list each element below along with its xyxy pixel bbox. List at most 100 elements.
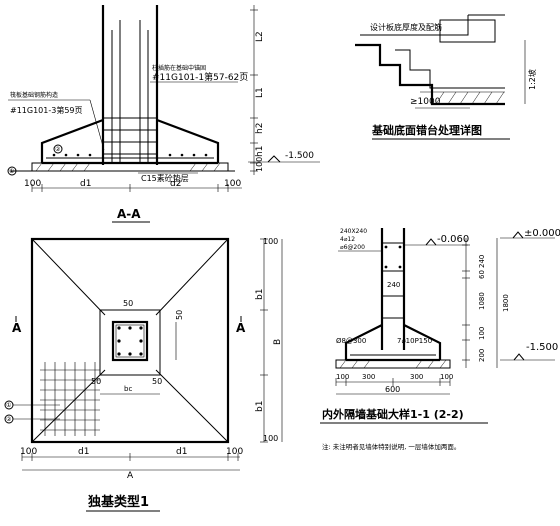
callout-left-ref: #11G101-3第59页 (10, 105, 83, 115)
wall-dim-b300-r: 300 (410, 373, 423, 381)
concrete-pad (31, 162, 229, 172)
dim-100-right-b: 100 (224, 179, 241, 189)
marker-2-text: ② (55, 146, 61, 153)
diag-br (155, 369, 229, 443)
wall-dim-1800: 1800 (502, 294, 510, 312)
callout-right-small: 柱插筋在基础中锚固 (152, 64, 206, 72)
wall-footing-left (344, 324, 383, 360)
beam-label-2: 4⌀12 (340, 236, 355, 243)
pedestal (99, 309, 161, 376)
wall-dim-b300-l: 300 (362, 373, 375, 381)
marker-2 (53, 144, 63, 154)
step-dim-right: 1:2坡 (527, 69, 537, 90)
dim-100-plan-bottom: 100 (263, 434, 278, 443)
callout-right-ref: #11G101-1第57-62页 (152, 71, 248, 83)
wall-detail: 240X240 4⌀12 ⌀6@200 240 Ø8@300 7⌀10P150 … (320, 228, 560, 451)
slab-inner (395, 49, 505, 89)
wall-dim-240: 240 (478, 255, 486, 268)
wall-dim-60: 60 (478, 270, 486, 279)
plan-dim-d1-r: d1 (176, 447, 187, 457)
wall-dim-b100-r: 100 (440, 373, 453, 381)
dim-d1: d1 (80, 179, 91, 189)
wall-note: 注: 未注明者见墙体特别说明, 一层墙体加两面。 (322, 442, 460, 451)
wall-footing-right (403, 324, 442, 360)
lower-beam (381, 295, 405, 319)
step-profile (355, 43, 505, 106)
section-mark-right: A (236, 321, 246, 335)
concrete-label: C15素砼垫层 (141, 173, 189, 183)
wall-dim-200: 200 (478, 349, 486, 362)
slab-box (439, 19, 496, 43)
marker-1 (7, 166, 17, 176)
slab-edge (360, 15, 469, 36)
dim-b1-bottom: b1 (255, 401, 265, 412)
dim-bc: bc (124, 385, 132, 393)
plan-view: A A 100 b1 B b1 100 50 50 50 50 bc ① ② (4, 237, 283, 512)
plan-marker-2-text: ② (6, 416, 12, 423)
marker-1-text: ① (9, 168, 14, 175)
beam-label-1: 240X240 (340, 228, 367, 235)
footing-outline (30, 237, 230, 444)
dim-240: 240 (387, 281, 400, 289)
dim-100-right: 100 (255, 157, 264, 172)
left-rebar: Ø8@300 (336, 337, 366, 345)
wall-dim-100: 100 (478, 327, 486, 340)
dim-50-right: 50 (175, 310, 184, 320)
plan-title: 独基类型1 (88, 494, 149, 510)
dim-50-br: 50 (152, 377, 162, 386)
dim-B: B (273, 339, 283, 345)
elev-bottom: -1.500 (526, 342, 558, 353)
ring-beam (381, 242, 405, 272)
section-mark-left: A (12, 321, 22, 335)
step-detail: 设计板底厚度及配筋 ≥1000 1:2坡 基础底面错台处理详图 (355, 14, 537, 140)
diag-tr (155, 238, 229, 316)
elev-top-symbol (512, 231, 524, 239)
dim-50-top: 50 (123, 299, 133, 308)
column-inner (115, 324, 145, 358)
step-dim-bottom: ≥1000 (410, 97, 441, 107)
right-rebar: 7⌀10P150 (397, 337, 432, 345)
footing-right-slope (156, 118, 220, 163)
step-top-label: 设计板底厚度及配筋 (370, 22, 442, 32)
wall-dim-600: 600 (385, 385, 400, 394)
dim-h2: h2 (255, 123, 265, 134)
elev-wall-symbol (425, 238, 437, 246)
plan-dim-100-l: 100 (20, 447, 37, 457)
plan-marker-1-text: ① (6, 402, 11, 409)
beam-label-3: ⌀6@200 (340, 244, 365, 251)
rebar-dots (52, 153, 208, 157)
wall-title: 内外隔墙基础大样1-1 (2-2) (322, 407, 464, 421)
plan-dim-A: A (127, 471, 134, 481)
elev-bottom-symbol (513, 353, 525, 361)
elev-label: -1.500 (285, 151, 314, 161)
column-bars (117, 326, 143, 356)
callout-left-small: 筏板基础钢筋构造 (10, 91, 58, 99)
elev-wall: -0.060 (437, 234, 469, 245)
footing-left-slope (40, 118, 104, 163)
plan-dim-100-r: 100 (226, 447, 243, 457)
diag-tl (31, 238, 106, 316)
column-plan (111, 320, 149, 362)
plan-dim-d1-l: d1 (78, 447, 89, 457)
beam-bars (384, 245, 402, 269)
wall-dim-b100-l: 100 (336, 373, 349, 381)
dim-100-left: 100 (24, 179, 41, 189)
dim-100-plan-top: 100 (263, 237, 278, 246)
dim-L2: L2 (255, 31, 265, 42)
section-aa: L2 L1 h2 h1 100 100 d1 d2 100 筏板基础钢筋构造 #… (7, 5, 320, 223)
dim-h1: h1 (255, 146, 265, 157)
elev-symbol (267, 155, 281, 163)
rebar-mesh (40, 362, 100, 436)
dim-b1-top: b1 (255, 289, 265, 300)
wall-pad (335, 359, 451, 369)
dim-d2: d2 (170, 179, 181, 189)
step-title: 基础底面错台处理详图 (371, 123, 482, 137)
dim-50-bl: 50 (91, 377, 101, 386)
dim-L1: L1 (255, 87, 265, 98)
section-title: A-A (117, 207, 141, 221)
wall-dim-1080: 1080 (478, 292, 486, 310)
elev-top: ±0.000 (524, 228, 560, 239)
callout-leader-left-2 (89, 99, 105, 151)
